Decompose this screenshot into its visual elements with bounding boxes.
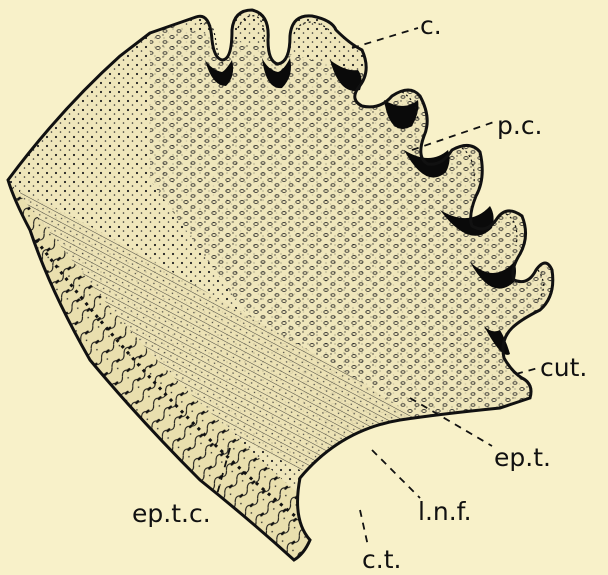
- label-lnf: l.n.f.: [418, 497, 472, 526]
- label-ept: ep.t.: [494, 443, 551, 472]
- leader-cut: [516, 368, 538, 374]
- label-ct: c.t.: [362, 545, 401, 574]
- leader-lnf: [372, 450, 420, 498]
- tissue-section: [8, 10, 560, 560]
- label-eptc: ep.t.c.: [132, 499, 211, 528]
- label-cut: cut.: [540, 353, 587, 382]
- label-c: c.: [420, 11, 442, 40]
- label-pc: p.c.: [497, 111, 543, 140]
- leader-c: [352, 28, 418, 48]
- leader-ct: [360, 510, 368, 546]
